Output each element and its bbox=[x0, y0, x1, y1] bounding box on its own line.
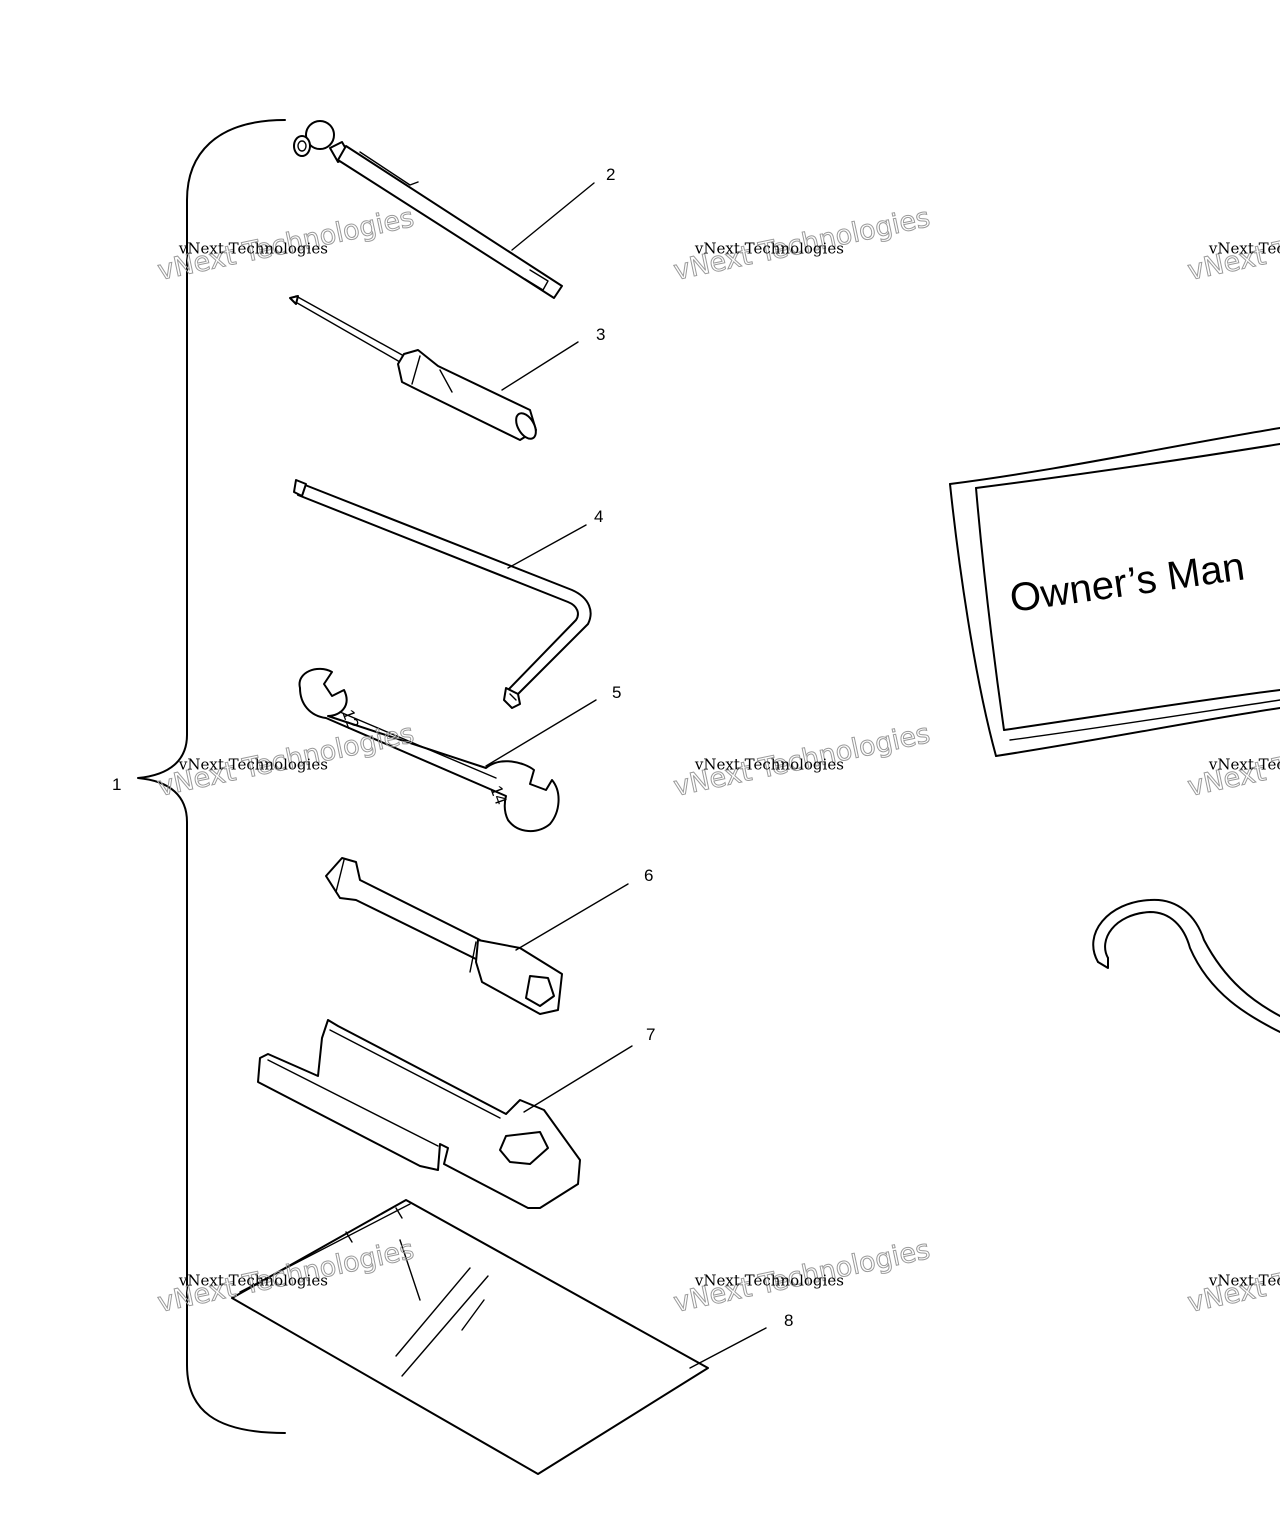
callout-3: 3 bbox=[596, 325, 605, 344]
watermark: vNext Technologies vNext Technologies bbox=[671, 718, 934, 804]
svg-text:vNext Technologies: vNext Technologies bbox=[178, 1271, 328, 1289]
callout-1: 1 bbox=[112, 775, 121, 794]
svg-text:vNext Technologies: vNext Technologies bbox=[1208, 1271, 1280, 1289]
watermark: vNext Technologies vNext Technologies bbox=[155, 718, 418, 804]
callout-8: 8 bbox=[784, 1311, 793, 1330]
svg-text:vNext Technologies: vNext Technologies bbox=[178, 239, 328, 257]
callout-5: 5 bbox=[612, 683, 621, 702]
hex-key bbox=[293, 479, 592, 709]
svg-text:vNext Technologies: vNext Technologies bbox=[694, 1271, 844, 1289]
callout-6: 6 bbox=[644, 866, 653, 885]
callout-2: 2 bbox=[606, 165, 615, 184]
manual-title: Owner’s Man bbox=[1007, 544, 1247, 620]
plastic-bag bbox=[231, 1199, 709, 1475]
svg-text:vNext Technologies: vNext Technologies bbox=[1208, 239, 1280, 257]
group-brace bbox=[137, 119, 286, 1434]
watermark: vNext Technologies vNext Technologies bbox=[671, 1234, 934, 1320]
screwdriver bbox=[289, 295, 537, 441]
leader-lines bbox=[485, 182, 767, 1369]
watermarks: vNext Technologies vNext Technologies vN… bbox=[155, 202, 1280, 1320]
watermark: vNext Technologies vNext Technologies bbox=[155, 202, 418, 288]
svg-text:vNext Technologies: vNext Technologies bbox=[694, 755, 844, 773]
svg-text:vNext Technologies: vNext Technologies bbox=[178, 755, 328, 773]
callout-4: 4 bbox=[594, 507, 603, 526]
holder-tool bbox=[257, 1019, 581, 1209]
open-end-wrench: 12 14 bbox=[298, 667, 560, 832]
svg-text:vNext Technologies: vNext Technologies bbox=[1208, 755, 1280, 773]
spark-plug-socket bbox=[325, 857, 563, 1015]
tire-gauge bbox=[293, 120, 563, 299]
owners-manual: Owner’s Man bbox=[949, 427, 1280, 757]
callout-7: 7 bbox=[646, 1025, 655, 1044]
watermark: vNext Technologies vNext Technologies bbox=[671, 202, 934, 288]
watermark: vNext Technologies vNext Technologies bbox=[1185, 1234, 1280, 1320]
svg-text:vNext Technologies: vNext Technologies bbox=[694, 239, 844, 257]
watermark: vNext Technologies vNext Technologies bbox=[1185, 202, 1280, 288]
hook-spanner bbox=[1092, 898, 1280, 1033]
watermark: vNext Technologies vNext Technologies bbox=[155, 1234, 418, 1320]
